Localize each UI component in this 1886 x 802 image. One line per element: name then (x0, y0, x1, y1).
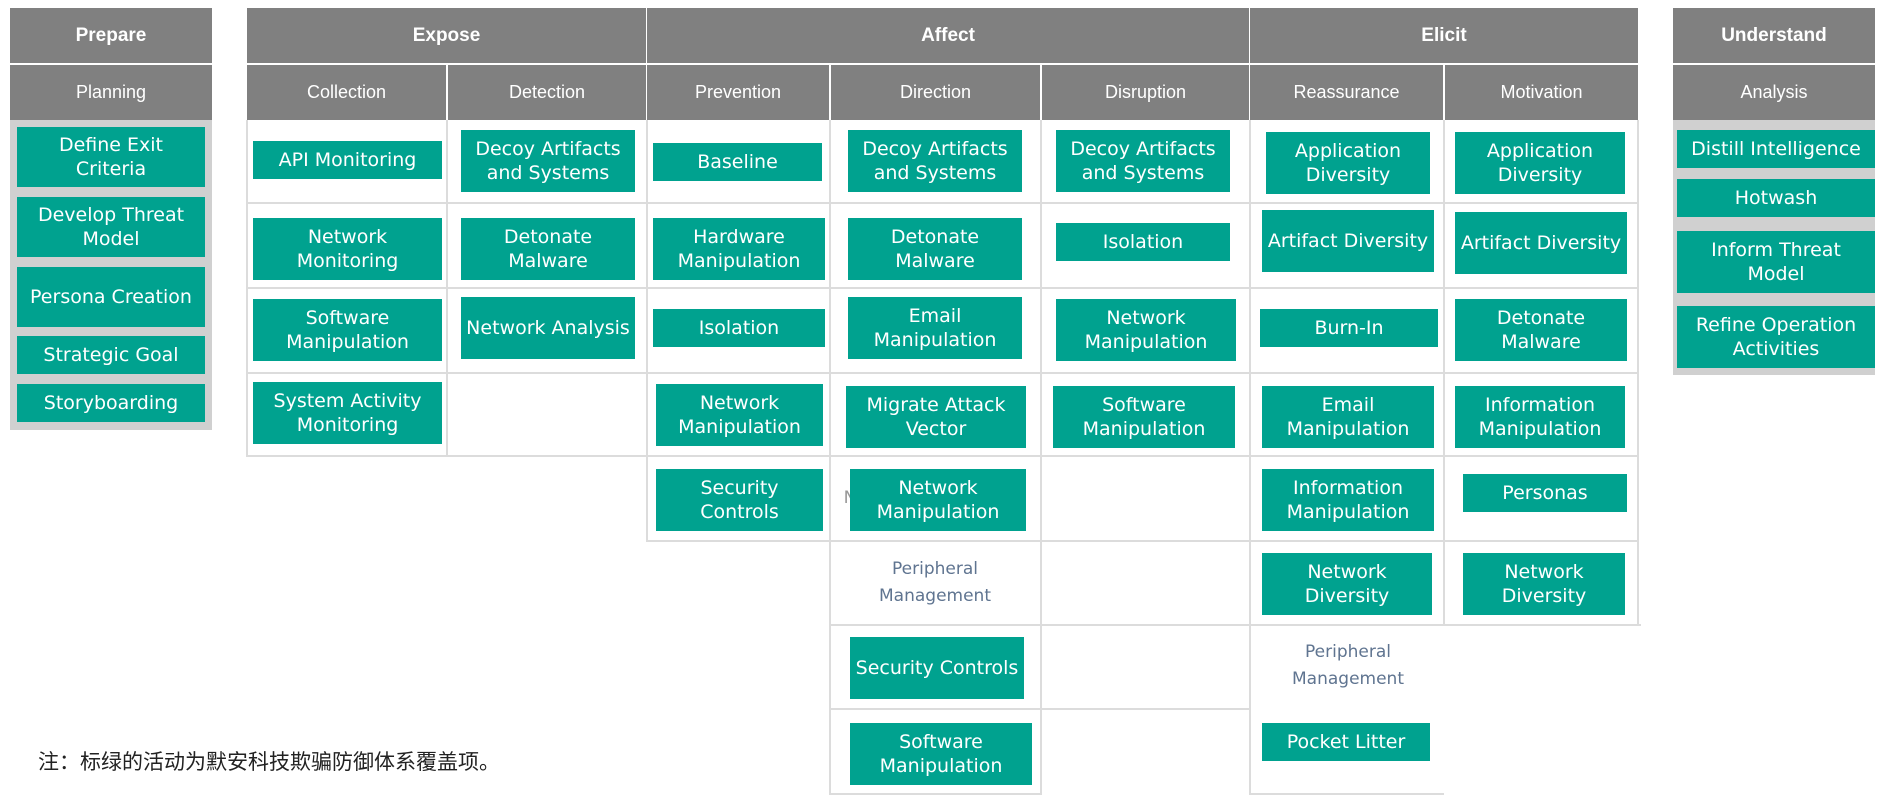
activity-network-diversity[interactable]: Network Diversity (1463, 553, 1625, 615)
activity-inform-threat-model[interactable]: Inform Threat Model (1677, 231, 1875, 293)
activity-isolation[interactable]: Isolation (1056, 223, 1230, 261)
grid-line (829, 120, 831, 795)
activity-hotwash[interactable]: Hotwash (1677, 179, 1875, 217)
activity-baseline[interactable]: Baseline (653, 143, 822, 181)
grid-line (246, 455, 1639, 457)
activity-develop-threat-model[interactable]: Develop Threat Model (17, 197, 205, 257)
activity-persona-creation[interactable]: Persona Creation (17, 267, 205, 327)
subphase-header-prevention: Prevention (647, 65, 829, 120)
grid-line (829, 540, 1041, 542)
activity-information-manipulation[interactable]: Information Manipulation (1262, 469, 1434, 531)
activity-artifact-diversity[interactable]: Artifact Diversity (1455, 212, 1627, 274)
grid-line (246, 372, 1639, 374)
activity-strategic-goal[interactable]: Strategic Goal (17, 336, 205, 374)
grid-line (646, 540, 1639, 542)
activity-email-manipulation[interactable]: Email Manipulation (848, 297, 1022, 359)
subphase-header-disruption: Disruption (1042, 65, 1249, 120)
activity-software-manipulation[interactable]: Software Manipulation (850, 723, 1032, 785)
activity-network-analysis[interactable]: Network Analysis (461, 297, 635, 359)
activity-peripheral-management[interactable]: Peripheral Management (1292, 642, 1404, 689)
grid-line (829, 624, 1641, 626)
activity-personas[interactable]: Personas (1463, 474, 1627, 512)
grid-line (246, 202, 1639, 204)
activity-software-manipulation[interactable]: Software Manipulation (1053, 386, 1235, 448)
activity-software-manipulation[interactable]: Software Manipulation (253, 299, 442, 361)
subphase-header-detection: Detection (448, 65, 646, 120)
activity-api-monitoring[interactable]: API Monitoring (253, 141, 442, 179)
activity-pocket-litter[interactable]: Pocket Litter (1262, 723, 1430, 761)
activity-decoy-artifacts-and-systems[interactable]: Decoy Artifacts and Systems (1056, 130, 1230, 192)
activity-system-activity-monitoring[interactable]: System Activity Monitoring (253, 382, 442, 444)
activity-refine-operation-activities[interactable]: Refine Operation Activities (1677, 306, 1875, 368)
activity-decoy-artifacts-and-systems[interactable]: Decoy Artifacts and Systems (848, 130, 1022, 192)
activity-network-monitoring[interactable]: Network Monitoring (253, 218, 442, 280)
grid-line (1249, 120, 1251, 795)
subphase-header-planning: Planning (10, 65, 212, 120)
activity-network-manipulation[interactable]: Network Manipulation (656, 384, 823, 446)
activity-storyboarding[interactable]: Storyboarding (17, 384, 205, 422)
phase-header-understand: Understand (1673, 8, 1875, 63)
grid-line (829, 708, 1250, 710)
activity-detonate-malware[interactable]: Detonate Malware (1455, 299, 1627, 361)
activity-security-controls[interactable]: Security Controls (850, 637, 1024, 699)
activity-network-diversity[interactable]: Network Diversity (1262, 553, 1432, 615)
phase-header-elicit: Elicit (1250, 8, 1638, 63)
activity-detonate-malware[interactable]: Detonate Malware (461, 218, 635, 280)
phase-header-expose: Expose (247, 8, 646, 63)
activity-network-manipulation[interactable]: Network Manipulation (850, 469, 1026, 531)
activity-artifact-diversity[interactable]: Artifact Diversity (1262, 210, 1434, 272)
activity-email-manipulation[interactable]: Email Manipulation (1262, 386, 1434, 448)
activity-define-exit-criteria[interactable]: Define Exit Criteria (17, 127, 205, 187)
activity-information-manipulation[interactable]: Information Manipulation (1455, 386, 1625, 448)
activity-network-manipulation[interactable]: Network Manipulation (1056, 299, 1236, 361)
activity-peripheral-management[interactable]: Peripheral Management (879, 559, 991, 606)
subphase-header-motivation: Motivation (1445, 65, 1638, 120)
phase-header-affect: Affect (647, 8, 1249, 63)
grid-line (246, 287, 1639, 289)
activity-application-diversity[interactable]: Application Diversity (1455, 132, 1625, 194)
activity-isolation[interactable]: Isolation (653, 309, 825, 347)
footnote: 注：标绿的活动为默安科技欺骗防御体系覆盖项。 (38, 750, 500, 774)
activity-hardware-manipulation[interactable]: Hardware Manipulation (653, 218, 825, 280)
subphase-header-reassurance: Reassurance (1250, 65, 1443, 120)
activity-security-controls[interactable]: Security Controls (656, 469, 823, 531)
activity-application-diversity[interactable]: Application Diversity (1266, 132, 1430, 194)
grid-line (829, 793, 1041, 795)
subphase-header-direction: Direction (831, 65, 1040, 120)
grid-line (1249, 793, 1444, 795)
phase-header-prepare: Prepare (10, 8, 212, 63)
subphase-header-collection: Collection (247, 65, 446, 120)
subphase-header-analysis: Analysis (1673, 65, 1875, 120)
activity-decoy-artifacts-and-systems[interactable]: Decoy Artifacts and Systems (461, 130, 635, 192)
activity-detonate-malware[interactable]: Detonate Malware (848, 218, 1022, 280)
grid-line (1040, 120, 1042, 795)
activity-burn-in[interactable]: Burn-In (1260, 309, 1438, 347)
activity-distill-intelligence[interactable]: Distill Intelligence (1677, 130, 1875, 168)
activity-migrate-attack-vector[interactable]: Migrate Attack Vector (846, 386, 1026, 448)
grid-line (646, 120, 648, 540)
